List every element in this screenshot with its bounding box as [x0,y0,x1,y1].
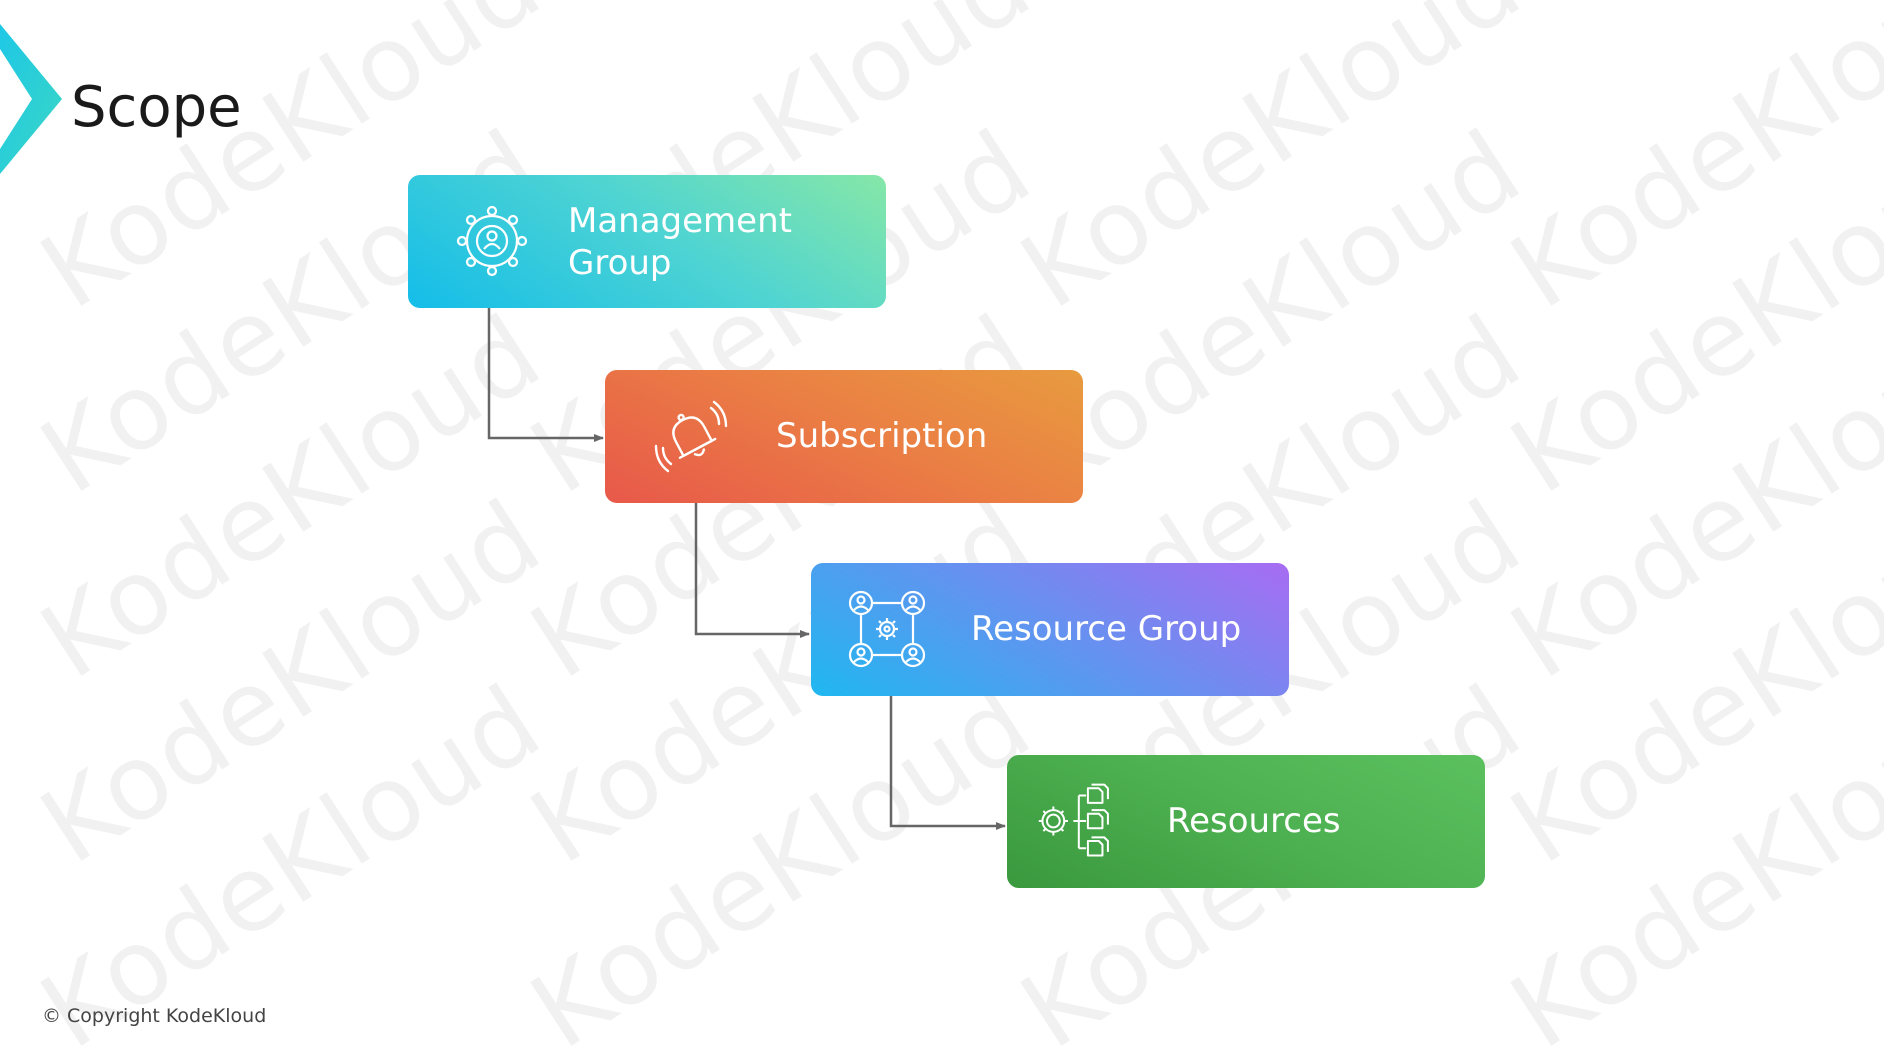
copyright-text: © Copyright KodeKloud [42,1005,267,1027]
connector-resource-group-to-resources [889,696,1006,830]
connector-subscription-to-resource-group [694,503,810,638]
resources-label: Resources [1167,801,1341,841]
resource-group-icon [848,590,926,668]
resources-box: Resources [1007,755,1485,888]
management-group-icon [456,205,528,277]
brand-chevron-icon [0,24,62,174]
resources-tree-icon [1038,783,1109,857]
connector-mgmt-to-subscription [487,308,604,442]
resource-group-label: Resource Group [971,609,1242,649]
resource-group-box: Resource Group [811,563,1289,696]
management-group-box: Management Group [408,175,886,308]
bell-icon [654,400,728,473]
subscription-box: Subscription [605,370,1083,503]
management-group-label: Management Group [568,201,792,283]
page-title: Scope [71,75,242,140]
subscription-label: Subscription [776,416,988,456]
